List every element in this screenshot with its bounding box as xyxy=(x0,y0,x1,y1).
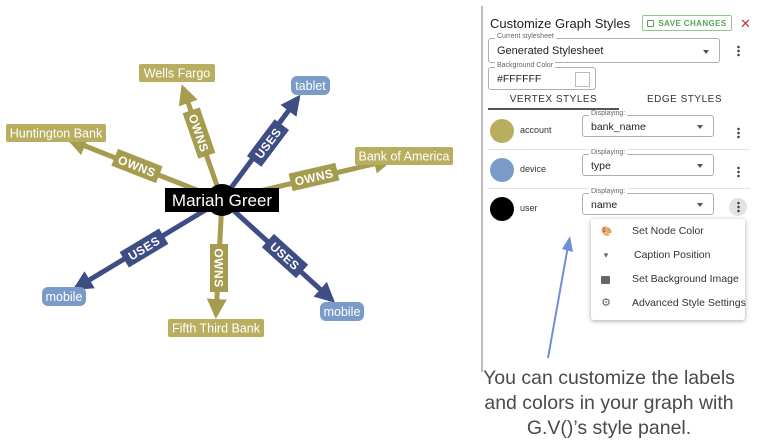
vertex-row-account: account Displaying: bank_name xyxy=(488,110,750,150)
close-icon[interactable]: ✕ xyxy=(740,16,751,31)
save-changes-label: SAVE CHANGES xyxy=(658,18,727,28)
caption-line: G.V()’s style panel. xyxy=(526,417,692,439)
stylesheet-value: Generated Stylesheet xyxy=(497,45,604,57)
node-wells-fargo[interactable]: Wells Fargo xyxy=(139,64,215,82)
vertex-row-user: user Displaying: name xyxy=(488,188,750,228)
node-fifth-third-bank[interactable]: Fifth Third Bank xyxy=(168,319,264,337)
caption-line: and colors in your graph with xyxy=(484,392,734,414)
active-tab-indicator xyxy=(488,108,619,110)
vertex-color-swatch[interactable] xyxy=(490,197,514,221)
vertex-type-name: account xyxy=(520,125,552,135)
menu-item-set-background-image[interactable]: Set Background Image xyxy=(591,268,745,292)
edge-label: USES xyxy=(246,119,290,167)
vertex-color-swatch[interactable] xyxy=(490,119,514,143)
image-icon xyxy=(601,276,610,284)
vertex-type-name: device xyxy=(520,164,547,174)
node-label: Huntington Bank xyxy=(10,127,103,141)
palette-icon: 🎨 xyxy=(601,226,613,236)
node-mariah-greer[interactable]: Mariah Greer xyxy=(165,184,279,216)
caret-down-icon: ▾ xyxy=(603,250,609,260)
menu-item-label: Advanced Style Settings xyxy=(632,297,746,309)
displaying-legend: Displaying: xyxy=(589,110,628,117)
vertex-row-device: device Displaying: type xyxy=(488,149,750,189)
node-label: Wells Fargo xyxy=(144,67,211,81)
node-mobile-left[interactable]: mobile xyxy=(42,287,86,306)
displaying-value: type xyxy=(591,160,611,172)
save-changes-button[interactable]: SAVE CHANGES xyxy=(642,15,732,31)
edge-label: OWNS xyxy=(111,148,163,184)
caption-text: You can customize the labels and colors … xyxy=(458,366,760,441)
gear-icon: ⚙ xyxy=(601,297,611,309)
background-color-field[interactable]: Background Color #FFFFFF xyxy=(488,62,596,90)
node-label: Mariah Greer xyxy=(172,191,272,210)
displaying-legend: Displaying: xyxy=(589,188,628,195)
background-color-swatch[interactable] xyxy=(575,72,590,87)
node-label: Bank of America xyxy=(358,150,449,164)
node-bank-of-america[interactable]: Bank of America xyxy=(355,147,453,165)
displaying-select[interactable]: Displaying: name xyxy=(582,188,714,215)
edge-label: OWNS xyxy=(288,162,340,192)
node-label: Fifth Third Bank xyxy=(172,322,261,336)
stylesheet-more-icon[interactable] xyxy=(737,45,740,57)
tab-edge-styles[interactable]: EDGE STYLES xyxy=(647,94,722,105)
chevron-down-icon xyxy=(703,50,709,54)
edge-label: USES xyxy=(261,233,309,279)
node-label: mobile xyxy=(324,305,361,319)
panel-title: Customize Graph Styles xyxy=(490,16,631,31)
menu-item-caption-position[interactable]: ▾ Caption Position xyxy=(591,244,745,268)
background-color-value: #FFFFFF xyxy=(497,73,542,85)
vertex-style-menu: 🎨 Set Node Color ▾ Caption Position Set … xyxy=(591,219,746,320)
vertex-type-name: user xyxy=(520,203,538,213)
node-label: tablet xyxy=(295,79,326,93)
vertex-more-icon[interactable] xyxy=(737,166,740,178)
edge-label: USES xyxy=(119,228,169,268)
caption-line: You can customize the labels xyxy=(483,367,735,389)
node-label: mobile xyxy=(46,290,83,304)
chevron-down-icon xyxy=(697,125,703,129)
stylesheet-select[interactable]: Current stylesheet Generated Stylesheet xyxy=(488,33,720,63)
vertex-more-icon[interactable] xyxy=(737,127,740,139)
menu-item-label: Set Background Image xyxy=(632,273,739,285)
vertex-more-icon[interactable] xyxy=(737,201,740,213)
tab-vertex-styles[interactable]: VERTEX STYLES xyxy=(509,94,598,105)
vertex-color-swatch[interactable] xyxy=(490,158,514,182)
displaying-value: name xyxy=(591,199,618,211)
displaying-select[interactable]: Displaying: type xyxy=(582,149,714,176)
node-mobile-right[interactable]: mobile xyxy=(320,302,364,321)
displaying-value: bank_name xyxy=(591,121,646,133)
background-color-legend: Background Color xyxy=(495,62,556,69)
menu-item-set-node-color[interactable]: 🎨 Set Node Color xyxy=(591,220,745,244)
callout-arrow xyxy=(547,236,573,359)
displaying-select[interactable]: Displaying: bank_name xyxy=(582,110,714,137)
menu-item-label: Caption Position xyxy=(634,249,711,261)
chevron-down-icon xyxy=(697,203,703,207)
node-tablet[interactable]: tablet xyxy=(291,76,330,95)
stylesheet-legend: Current stylesheet xyxy=(495,33,556,40)
style-tabs: VERTEX STYLES EDGE STYLES xyxy=(488,94,750,114)
svg-text:OWNS: OWNS xyxy=(212,248,226,287)
menu-item-advanced-style-settings[interactable]: ⚙ Advanced Style Settings xyxy=(591,292,746,316)
edge-label: OWNS xyxy=(210,244,228,292)
panel-header: Customize Graph Styles SAVE CHANGES ✕ xyxy=(490,15,751,38)
edge-label: OWNS xyxy=(182,107,216,159)
node-huntington-bank[interactable]: Huntington Bank xyxy=(6,124,106,142)
menu-item-label: Set Node Color xyxy=(632,225,704,237)
displaying-legend: Displaying: xyxy=(589,149,628,156)
save-icon xyxy=(647,19,655,27)
chevron-down-icon xyxy=(697,164,703,168)
graph-canvas[interactable]: OWNS USES OWNS OWNS USES OWNS USES Wells… xyxy=(0,0,480,448)
